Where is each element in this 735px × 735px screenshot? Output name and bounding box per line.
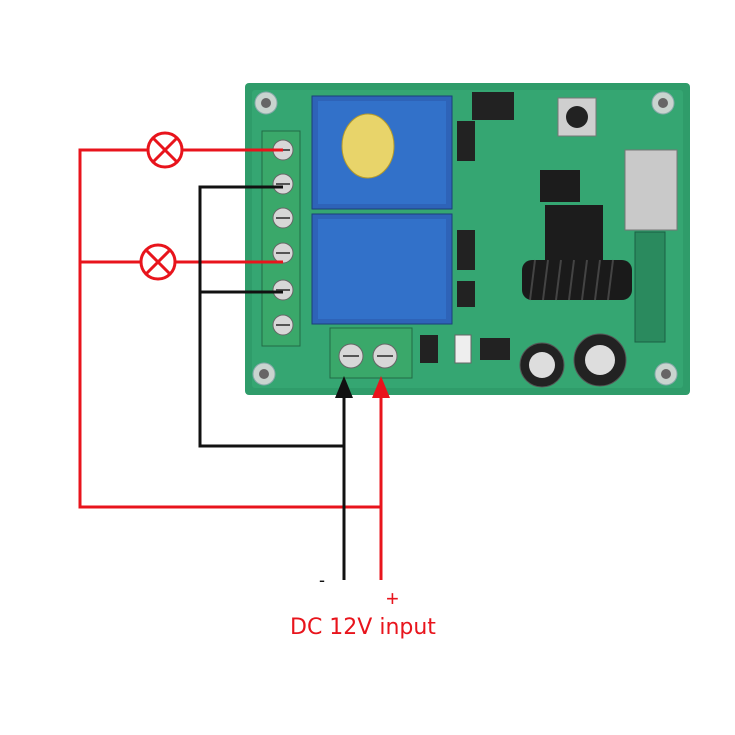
- relay-top: [311, 95, 453, 210]
- capacitor: [573, 333, 627, 387]
- lamp-icon: [146, 131, 184, 169]
- lamp-icon: [139, 243, 177, 281]
- arrow-up-icon: [335, 376, 353, 398]
- mounting-hole: [654, 362, 678, 386]
- antenna-coil: [522, 259, 632, 301]
- arrow-up-icon: [372, 376, 390, 398]
- black-wiring: [198, 185, 346, 580]
- minus-label: -: [319, 570, 325, 590]
- relay-board: [245, 83, 690, 395]
- components: [420, 92, 678, 364]
- relay-bottom: [311, 213, 453, 325]
- power-terminal: [329, 327, 413, 379]
- terminal-block: [261, 130, 301, 347]
- mounting-hole: [252, 362, 276, 386]
- mounting-hole: [254, 91, 278, 115]
- plus-label: +: [386, 586, 399, 611]
- input-label: DC 12V input: [290, 615, 436, 640]
- mounting-hole: [651, 91, 675, 115]
- capacitor: [519, 342, 565, 388]
